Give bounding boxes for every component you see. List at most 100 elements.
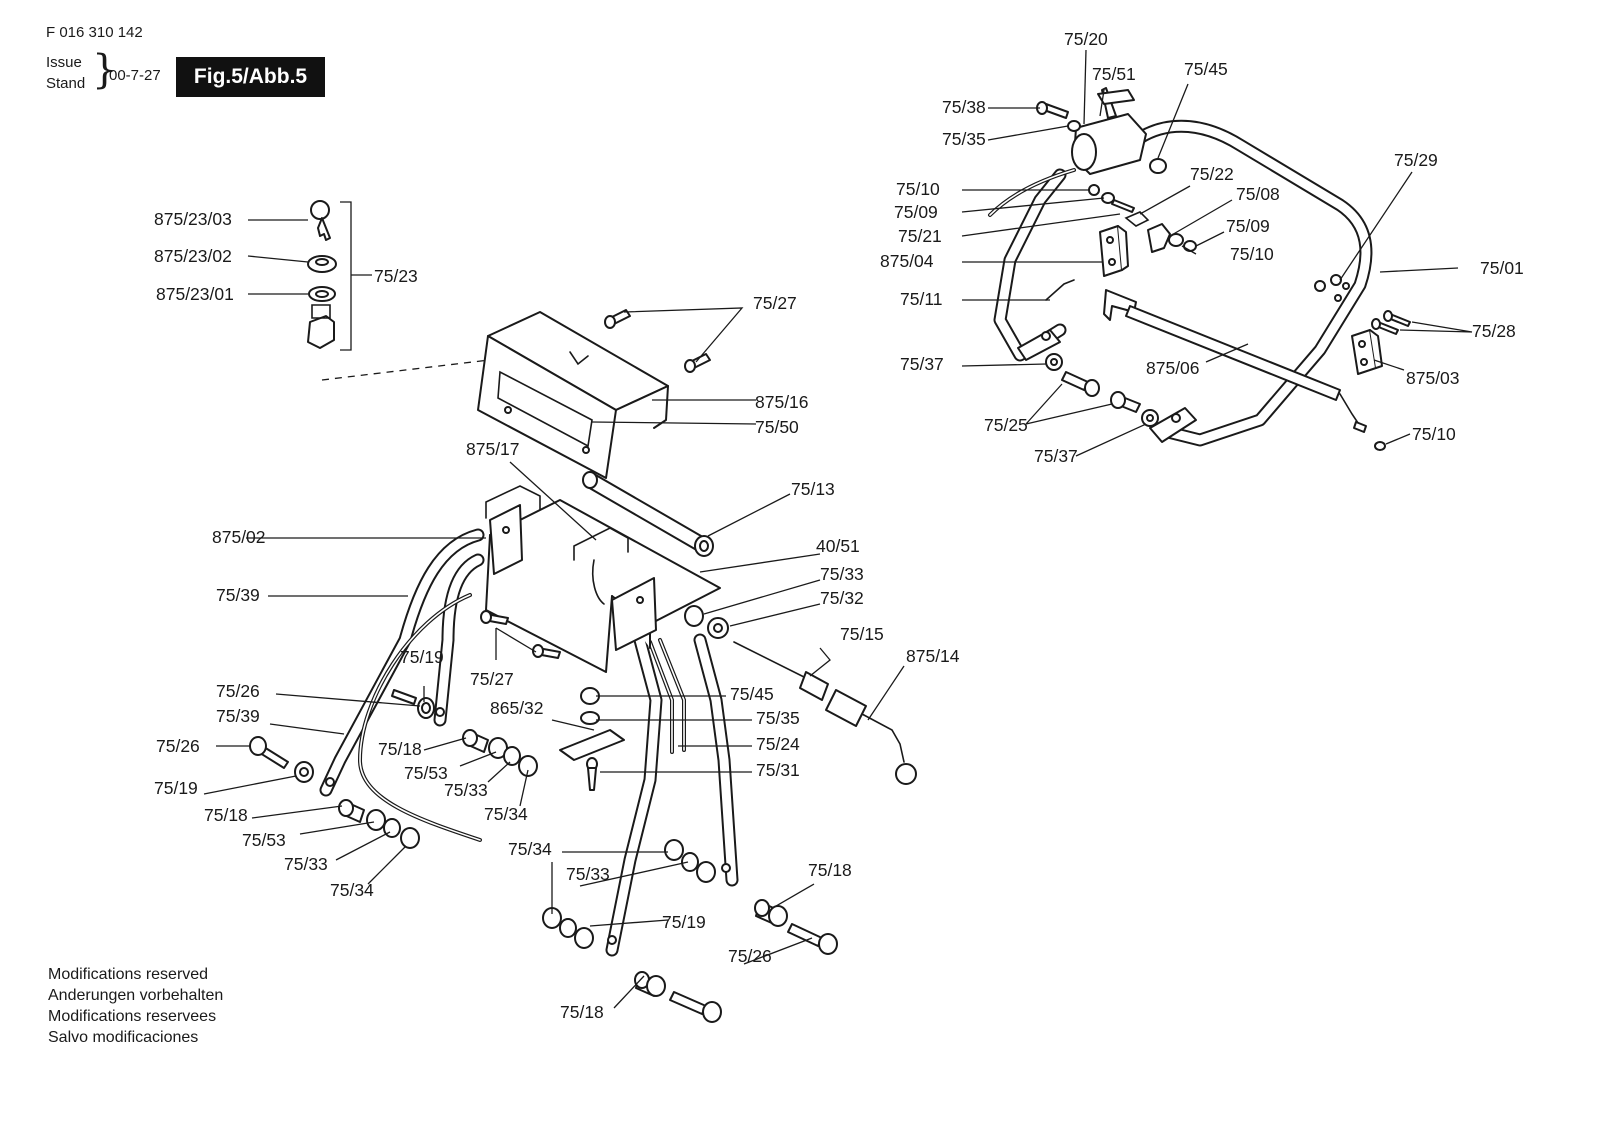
bolt-part [787, 923, 838, 955]
bolt-part [391, 689, 435, 719]
stand-label: Stand [46, 75, 86, 92]
part-labels: 875/23/03875/23/02875/23/0175/2375/27875… [154, 29, 1524, 1022]
part-number-label: 75/25 [984, 415, 1028, 435]
spacer-part [684, 605, 729, 639]
screw-part [480, 610, 509, 625]
part-number-label: 75/24 [756, 734, 800, 754]
mounting-bracket-part [485, 485, 721, 673]
part-number-label: 75/13 [791, 479, 835, 499]
note-line: Modifications reservees [48, 1008, 217, 1025]
washer-part [308, 286, 336, 302]
washer-part [1045, 353, 1063, 371]
part-number-label: 75/21 [898, 226, 942, 246]
part-number-label: 75/53 [242, 830, 286, 850]
part-number-label: 75/33 [566, 864, 610, 884]
part-number-label: 875/03 [1406, 368, 1460, 388]
screw-part [684, 353, 711, 373]
document-number: F 016 310 142 [46, 24, 143, 41]
part-number-label: 75/08 [1236, 184, 1280, 204]
screw-part [604, 309, 631, 329]
clip-part [559, 729, 625, 761]
part-number-label: 75/51 [1092, 64, 1136, 84]
note-line: Modifications reserved [48, 966, 209, 983]
part-number-label: 75/53 [404, 763, 448, 783]
cover-plate-part [477, 311, 669, 479]
part-number-label: 75/01 [1480, 258, 1524, 278]
part-number-label: 75/39 [216, 706, 260, 726]
part-number-label: 75/45 [730, 684, 774, 704]
part-number-label: 865/32 [490, 698, 544, 718]
main-handle-bar [993, 119, 1373, 447]
part-number-label: 75/10 [1412, 424, 1456, 444]
leader-lines [203, 49, 1473, 1009]
modification-notes: Modifications reserved Anderungen vorbeh… [48, 964, 223, 1048]
part-number-label: 75/26 [216, 681, 260, 701]
key-part [310, 200, 331, 241]
washer-part [1141, 409, 1159, 427]
part-number-label: 75/23 [374, 266, 418, 286]
part-number-label: 75/37 [1034, 446, 1078, 466]
part-number-label: 75/35 [942, 129, 986, 149]
ring-part [1374, 441, 1386, 451]
bushing-part [754, 899, 788, 927]
part-number-label: 75/33 [284, 854, 328, 874]
spring-part [1045, 279, 1075, 301]
screw-part [1371, 310, 1411, 335]
part-number-label: 75/29 [1394, 150, 1438, 170]
nut-part [580, 687, 600, 725]
part-number-label: 75/11 [900, 289, 943, 309]
part-number-label: 75/32 [820, 588, 864, 608]
part-number-label: 75/35 [756, 708, 800, 728]
part-number-label: 75/28 [1472, 321, 1516, 341]
part-number-label: 875/14 [906, 646, 960, 666]
part-number-label: 75/18 [560, 1002, 604, 1022]
screw-part [1036, 101, 1081, 132]
part-number-label: 75/27 [470, 669, 514, 689]
part-number-label: 75/34 [508, 839, 552, 859]
bushing-set [542, 907, 594, 949]
part-number-label: 875/06 [1146, 358, 1200, 378]
note-line: Anderungen vorbehalten [48, 987, 224, 1004]
part-number-label: 875/04 [880, 251, 934, 271]
part-number-label: 875/23/03 [154, 209, 232, 229]
bushing-set [664, 839, 716, 883]
nut-part [307, 255, 337, 273]
part-number-label: 75/39 [216, 585, 260, 605]
part-number-label: 75/19 [154, 778, 198, 798]
part-number-label: 75/33 [444, 780, 488, 800]
part-number-label: 75/34 [330, 880, 374, 900]
part-number-label: 75/31 [756, 760, 800, 780]
washer-part [1314, 274, 1342, 292]
part-number-label: 75/33 [820, 564, 864, 584]
part-number-label: 75/18 [808, 860, 852, 880]
part-number-label: 875/16 [755, 392, 809, 412]
lower-handle-tube [319, 528, 739, 957]
part-number-label: 75/10 [896, 179, 940, 199]
bolt-part [1061, 371, 1100, 397]
bushing-set [338, 799, 420, 849]
part-number-label: 75/20 [1064, 29, 1108, 49]
lever-rod-part [1103, 289, 1367, 433]
switch-bracket-part [1099, 225, 1129, 277]
part-number-label: 75/37 [900, 354, 944, 374]
small-hardware [1088, 184, 1150, 227]
part-number-label: 75/09 [1226, 216, 1270, 236]
brace-symbol: } [92, 47, 118, 93]
throttle-lever-part [1071, 87, 1147, 175]
bolt-part [249, 736, 314, 783]
control-cable [357, 593, 686, 842]
part-number-label: 75/45 [1184, 59, 1228, 79]
switch-clip-part [1147, 223, 1197, 253]
part-number-label: 40/51 [816, 536, 860, 556]
part-number-label: 75/27 [753, 293, 797, 313]
throttle-cable-part [733, 641, 917, 785]
part-number-label: 75/50 [755, 417, 799, 437]
part-number-label: 75/19 [662, 912, 706, 932]
bolt-part [1110, 391, 1141, 413]
group-bracket-75-23 [340, 201, 372, 351]
part-number-label: 75/19 [400, 647, 444, 667]
part-number-label: 875/23/01 [156, 284, 234, 304]
part-number-label: 75/34 [484, 804, 528, 824]
lock-cylinder-part [307, 304, 335, 349]
